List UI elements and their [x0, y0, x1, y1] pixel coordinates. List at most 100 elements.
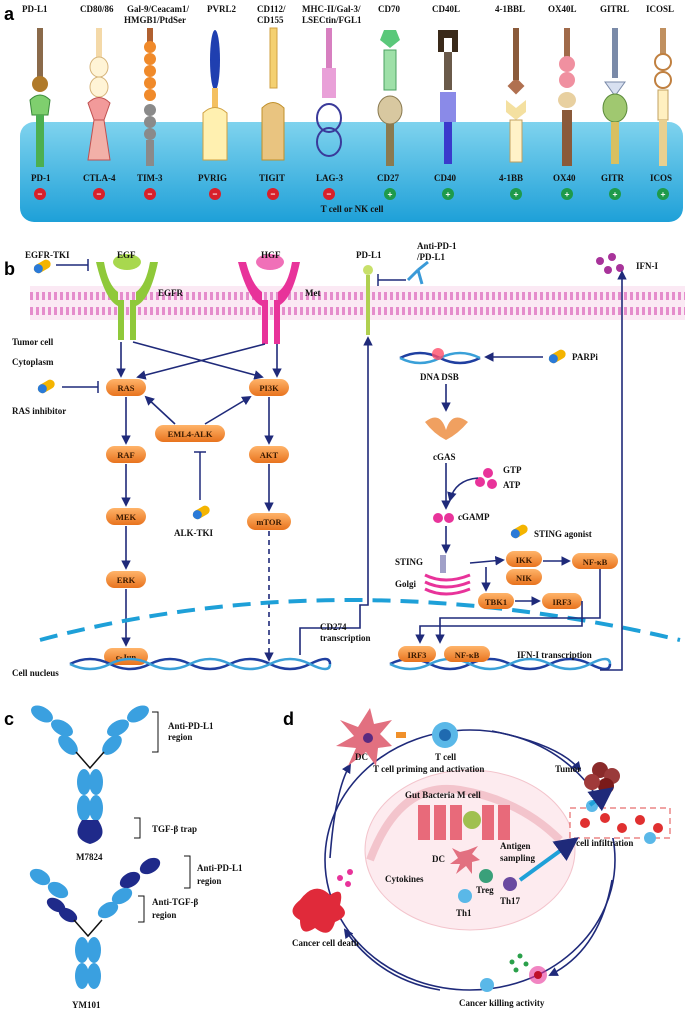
node-ras: [106, 379, 146, 396]
treg-label: Treg: [476, 885, 494, 895]
th17-label: Th17: [500, 896, 521, 906]
dc-small-icon: [450, 846, 480, 874]
node-mek: [106, 508, 146, 525]
minus-sign: −: [271, 189, 276, 199]
receptor-41bb: 4-1BB: [499, 173, 523, 183]
atp-label: ATP: [503, 480, 521, 490]
ym101-label: YM101: [72, 1000, 101, 1010]
dna-dsb-icon: [399, 348, 481, 365]
plus-sign: +: [514, 189, 519, 199]
node-tbk1: [478, 593, 514, 609]
m7824-region-label: region: [168, 732, 192, 742]
cgamp-icon: [433, 513, 454, 523]
node-eml4: [155, 425, 225, 442]
receptor-ctla4: CTLA-4: [83, 173, 116, 183]
plus-sign: +: [613, 189, 618, 199]
bracket: [184, 855, 191, 889]
tcell-nk-label: T cell or NK cell: [321, 204, 384, 214]
node-pi3k: [249, 379, 289, 396]
anti-pd1-label: Anti-PD-1: [417, 241, 457, 251]
minus-badge: [323, 188, 335, 200]
cell-nucleus-label: Cell nucleus: [12, 668, 59, 678]
node-pi3k-label: PI3K: [259, 383, 279, 393]
cd274-transcription-label: transcription: [320, 633, 371, 643]
sting-label: STING: [395, 557, 423, 567]
node-raf: [106, 446, 146, 463]
ligand-cd112: CD112/: [257, 4, 286, 14]
minus-sign: −: [97, 189, 102, 199]
antigen-label: Antigen: [500, 841, 531, 851]
ifn-transcription-label: IFN-I transcription: [517, 650, 592, 660]
plus-badge: [384, 188, 396, 200]
ligand-pvrl2: PVRL2: [207, 4, 236, 14]
node-raf-label: RAF: [117, 450, 134, 460]
minus-sign: −: [327, 189, 332, 199]
node-nik: [506, 569, 542, 585]
alk-tki-drug-icon: [192, 505, 210, 520]
egfr-tki-label: EGFR-TKI: [25, 250, 70, 260]
sting-agonist-drug-icon: [510, 524, 528, 539]
panel-c-label: c: [4, 709, 14, 729]
receptor-tigit: TIGIT: [259, 173, 285, 183]
node-mtor-label: mTOR: [256, 517, 282, 527]
anti-pd1-label-2: /PD-L1: [416, 252, 445, 262]
minus-sign: −: [38, 189, 43, 199]
minus-badge: [144, 188, 156, 200]
pathway-nodes: RAS PI3K EML4-ALK RAF AKT MEK mTOR ERK c…: [104, 379, 291, 665]
node-ikk-label: IKK: [516, 555, 533, 565]
cd274-label: CD274: [320, 622, 347, 632]
golgi-icon: [424, 555, 471, 596]
blood-vessel-icon: [569, 800, 671, 844]
plus-sign: +: [565, 189, 570, 199]
sampling-label: sampling: [500, 853, 536, 863]
receptor-tim3: TIM-3: [137, 173, 163, 183]
hgf-label: HGF: [261, 250, 281, 260]
minus-sign: −: [148, 189, 153, 199]
gtp-label: GTP: [503, 465, 522, 475]
dna-strand-right: [389, 657, 612, 671]
m7824-anti-pdl1-label: Anti-PD-L1: [168, 721, 214, 731]
egf-label: EGF: [117, 250, 136, 260]
ligand-ox40l: OX40L: [548, 4, 577, 14]
node-nik-label: NIK: [516, 573, 532, 583]
ligand-cd40l: CD40L: [432, 4, 460, 14]
panel-d-label: d: [283, 709, 294, 729]
plus-sign: +: [661, 189, 666, 199]
receptor-cd27: CD27: [377, 173, 399, 183]
node-ras-label: RAS: [117, 383, 134, 393]
migration-arrow: [518, 837, 579, 882]
cgas-icon: [425, 417, 468, 440]
plus-badge: [561, 188, 573, 200]
ligand-labels: PD-L1 CD80/86 Gal-9/Ceacam1/ HMGB1/PtdSe…: [22, 4, 674, 25]
met-label: Met: [305, 288, 321, 298]
receptor-pvrig: PVRIG: [198, 173, 227, 183]
ligand-gitrl: GITRL: [600, 4, 629, 14]
sting-agonist-label: STING agonist: [534, 529, 592, 539]
ifn-label: IFN-I: [636, 261, 658, 271]
tumor-cell-label: Tumor cell: [12, 337, 54, 347]
ligand-gal9: Gal-9/Ceacam1/: [127, 4, 189, 14]
ligand-icosl: ICOSL: [646, 4, 674, 14]
pdl1-tumor-label: PD-L1: [356, 250, 382, 260]
treg-cell-icon: [479, 869, 493, 883]
cancer-killing-label: Cancer killing activity: [459, 998, 545, 1008]
minus-sign: −: [213, 189, 218, 199]
ligand-41bbl: 4-1BBL: [495, 4, 525, 14]
tgf-trap-label: TGF-β trap: [152, 824, 197, 834]
golgi-label: Golgi: [395, 579, 417, 589]
node-irf3-nuc-label: IRF3: [408, 650, 427, 660]
infiltration-label: T cell infiltration: [568, 838, 633, 848]
tcell-label: T cell: [435, 752, 457, 762]
ligand-cd70: CD70: [378, 4, 400, 14]
receptor-lag3: LAG-3: [316, 173, 344, 183]
plus-sign: +: [388, 189, 393, 199]
tumor-cluster-icon: [584, 762, 620, 794]
node-akt-label: AKT: [260, 450, 279, 460]
egfr-tki-drug-icon: [33, 259, 51, 274]
receptor-gitr: GITR: [601, 173, 625, 183]
plus-badge: [442, 188, 454, 200]
node-erk: [106, 571, 146, 588]
ligand-lsectin: LSECtin/FGL1: [302, 15, 362, 25]
m7824-label: M7824: [76, 852, 103, 862]
sting-nodes: IKK NIK NF-κB TBK1 IRF3 IRF3 NF-κB: [398, 551, 618, 662]
